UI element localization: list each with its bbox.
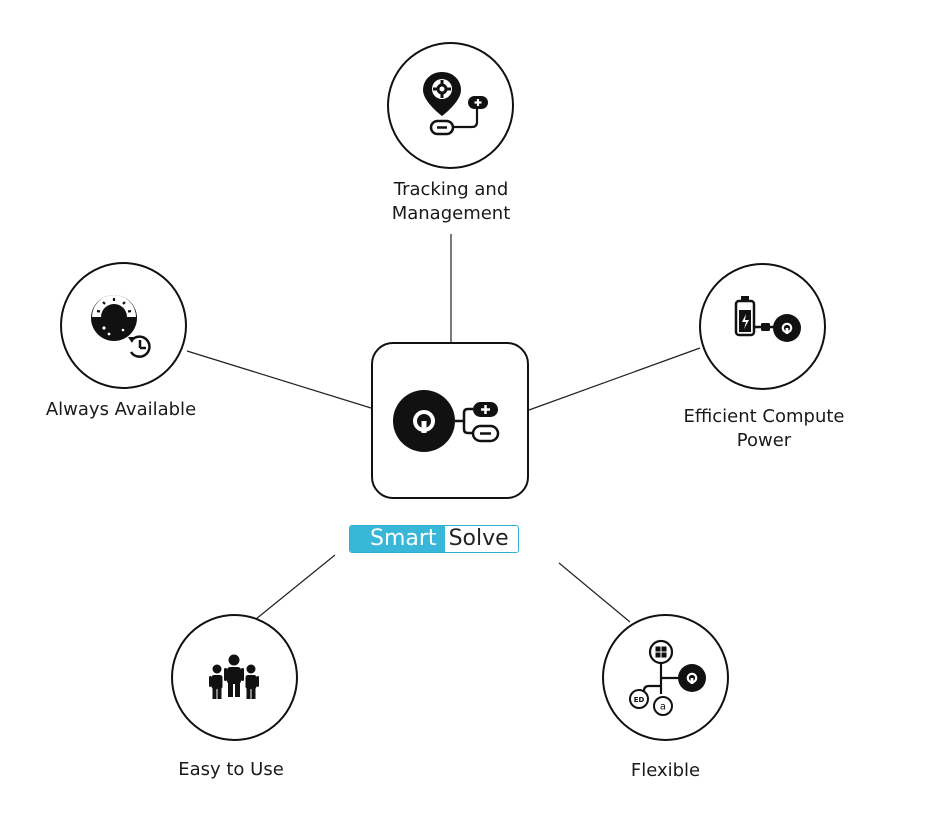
connector-always (186, 350, 372, 409)
branching-nodes-icon: ED a (629, 639, 706, 716)
label-efficient-line2: Power (736, 430, 792, 451)
label-efficient-line1: Efficient Compute (683, 406, 845, 427)
label-always-available: Always Available (45, 399, 197, 420)
label-flexible: Flexible (630, 760, 701, 781)
connector-flexible (558, 562, 631, 623)
a-text: a (660, 702, 666, 713)
center-hub (371, 342, 529, 499)
label-efficient-compute: Efficient Compute Power (664, 405, 864, 453)
label-easy-to-use: Easy to Use (178, 759, 284, 780)
brand-part-solve: Solve (444, 526, 518, 552)
connector-efficient (528, 347, 701, 411)
node-tracking (387, 42, 514, 169)
node-efficient-compute (699, 263, 826, 390)
label-tracking-line1: Tracking and (393, 179, 509, 200)
label-tracking: Tracking and Management (361, 178, 541, 226)
label-tracking-line2: Management (391, 203, 511, 224)
ed-text: ED (634, 696, 645, 704)
brand-part-smart: Smart (350, 526, 445, 552)
disc-plus-minus-icon (393, 390, 500, 452)
day-night-clock-icon (91, 295, 153, 360)
node-easy-to-use (171, 614, 298, 741)
battery-plug-disc-icon (734, 296, 801, 342)
people-group-icon (209, 654, 259, 699)
node-always-available (60, 262, 187, 389)
location-gear-connector-icon (423, 72, 488, 136)
connector-easy (255, 554, 336, 620)
node-flexible: ED a (602, 614, 729, 741)
brand-badge: Smart Solve (349, 525, 519, 553)
